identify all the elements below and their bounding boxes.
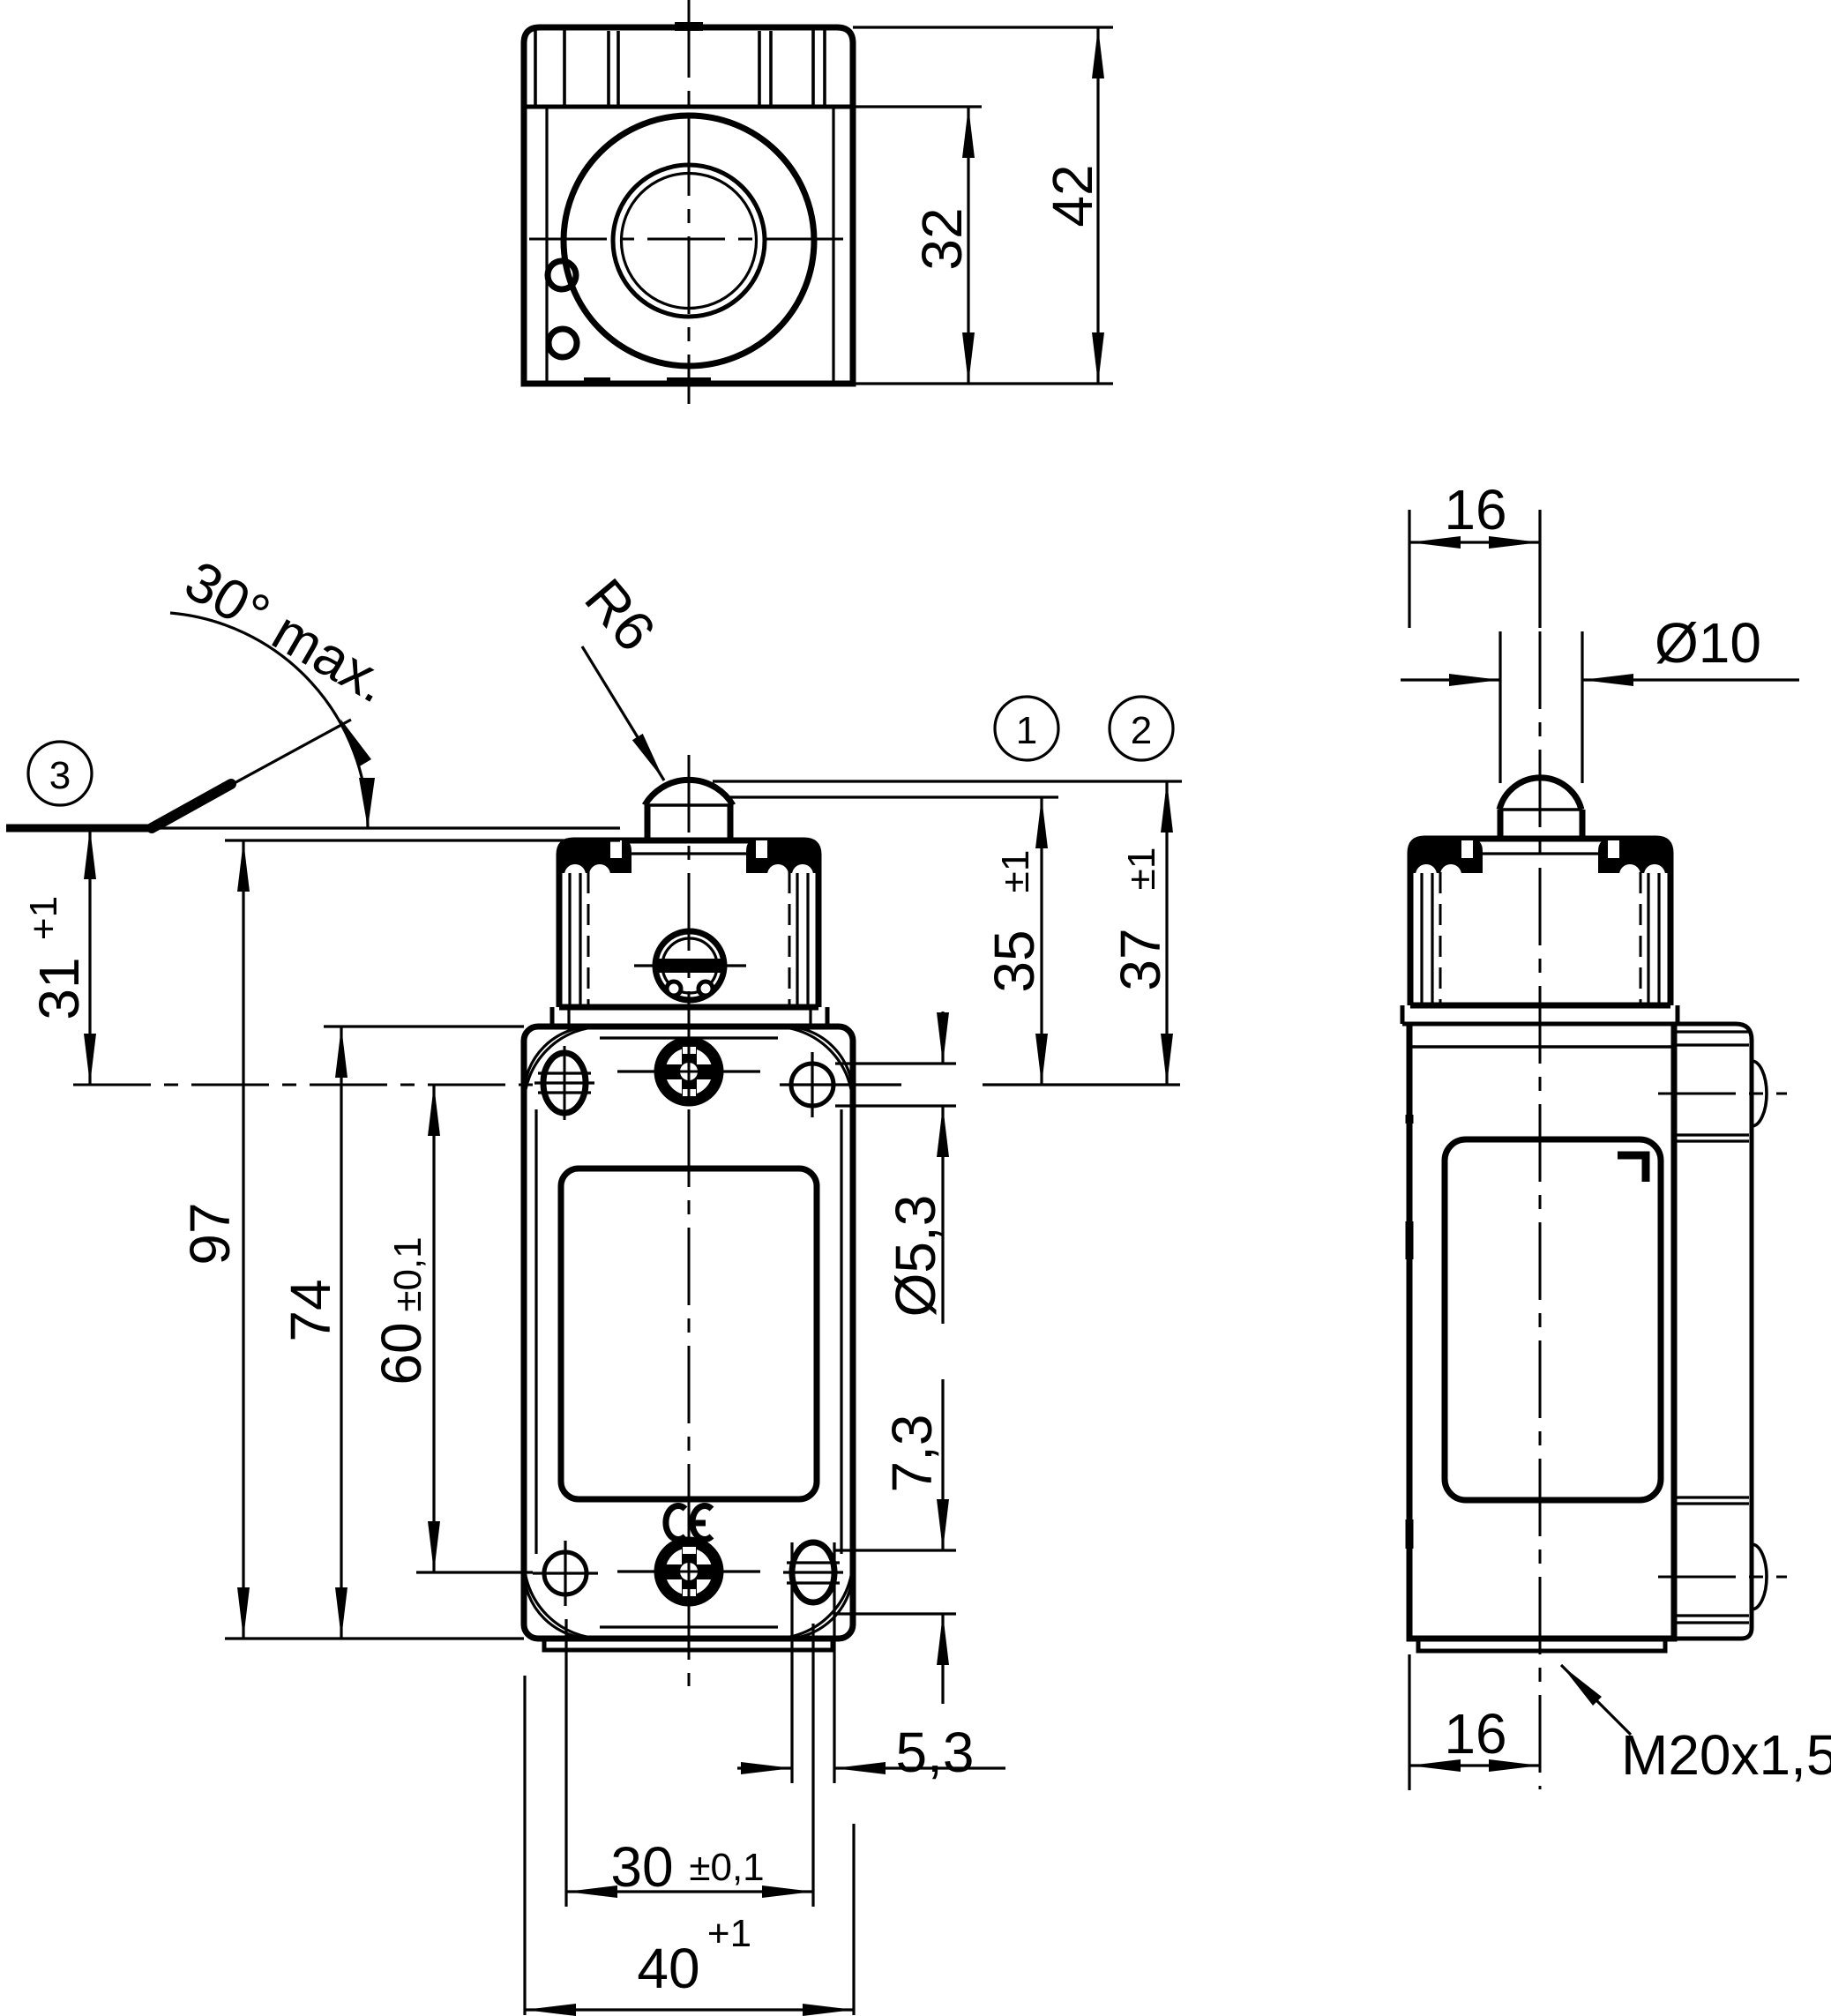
svg-text:±1: ±1 <box>994 850 1037 893</box>
svg-text:Ø10: Ø10 <box>1655 611 1761 675</box>
svg-text:+1: +1 <box>707 1912 751 1955</box>
svg-text:40: 40 <box>637 1937 699 2000</box>
svg-text:7,3: 7,3 <box>880 1415 944 1493</box>
svg-text:5,3: 5,3 <box>896 1721 975 1784</box>
svg-text:16: 16 <box>1444 478 1506 541</box>
svg-text:2: 2 <box>1131 709 1152 752</box>
svg-text:16: 16 <box>1444 1702 1506 1766</box>
svg-text:97: 97 <box>178 1202 242 1265</box>
svg-text:74: 74 <box>279 1279 342 1341</box>
svg-text:±0,1: ±0,1 <box>689 1846 764 1889</box>
svg-text:37: 37 <box>1109 928 1172 990</box>
svg-text:30: 30 <box>610 1835 673 1899</box>
svg-text:±0,1: ±0,1 <box>386 1236 430 1311</box>
svg-text:Ø5,3: Ø5,3 <box>884 1195 947 1318</box>
svg-text:M20x1,5: M20x1,5 <box>1621 1723 1831 1787</box>
svg-text:32: 32 <box>910 207 974 270</box>
svg-text:60: 60 <box>370 1322 433 1385</box>
svg-text:+1: +1 <box>22 896 65 940</box>
svg-text:1: 1 <box>1016 709 1037 752</box>
svg-text:±1: ±1 <box>1120 847 1163 891</box>
svg-text:42: 42 <box>1041 164 1104 227</box>
svg-text:31: 31 <box>27 957 91 1019</box>
svg-text:3: 3 <box>49 754 71 797</box>
svg-text:35: 35 <box>983 930 1046 992</box>
